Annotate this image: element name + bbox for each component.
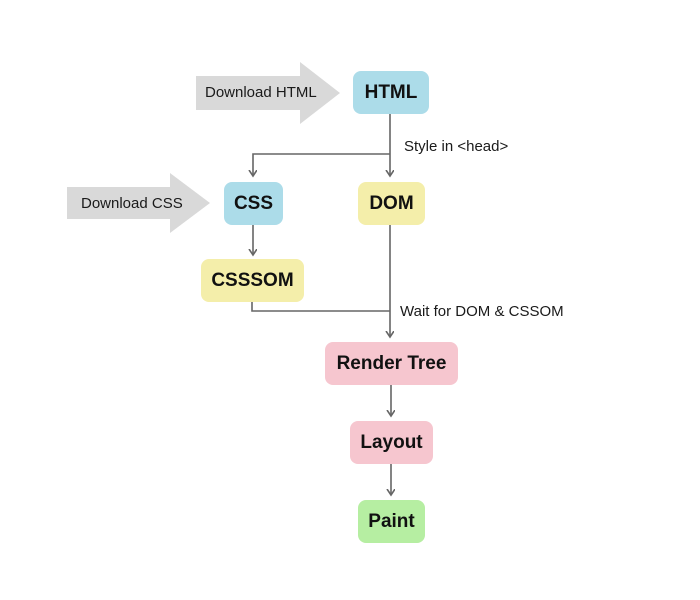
node-css: CSS	[224, 182, 283, 225]
download-html-arrow: Download HTML	[196, 62, 340, 124]
node-render-tree: Render Tree	[325, 342, 458, 385]
download-css-arrow-shape	[67, 173, 210, 233]
edge-label-wait-for-dom-cssom: Wait for DOM & CSSOM	[400, 303, 564, 320]
connector-html-to-css	[253, 153, 390, 176]
download-css-arrow: Download CSS	[67, 173, 210, 233]
node-cssom: CSSSOM	[201, 259, 304, 302]
node-html: HTML	[353, 71, 429, 114]
connector-cssom-to-render-tree	[251, 302, 390, 312]
node-dom: DOM	[358, 182, 425, 225]
node-layout: Layout	[350, 421, 433, 464]
download-html-label: Download HTML	[205, 84, 317, 101]
edge-label-style-in-head: Style in <head>	[404, 138, 509, 155]
node-paint: Paint	[358, 500, 425, 543]
download-css-label: Download CSS	[81, 195, 183, 212]
download-html-arrow-shape	[196, 62, 340, 124]
